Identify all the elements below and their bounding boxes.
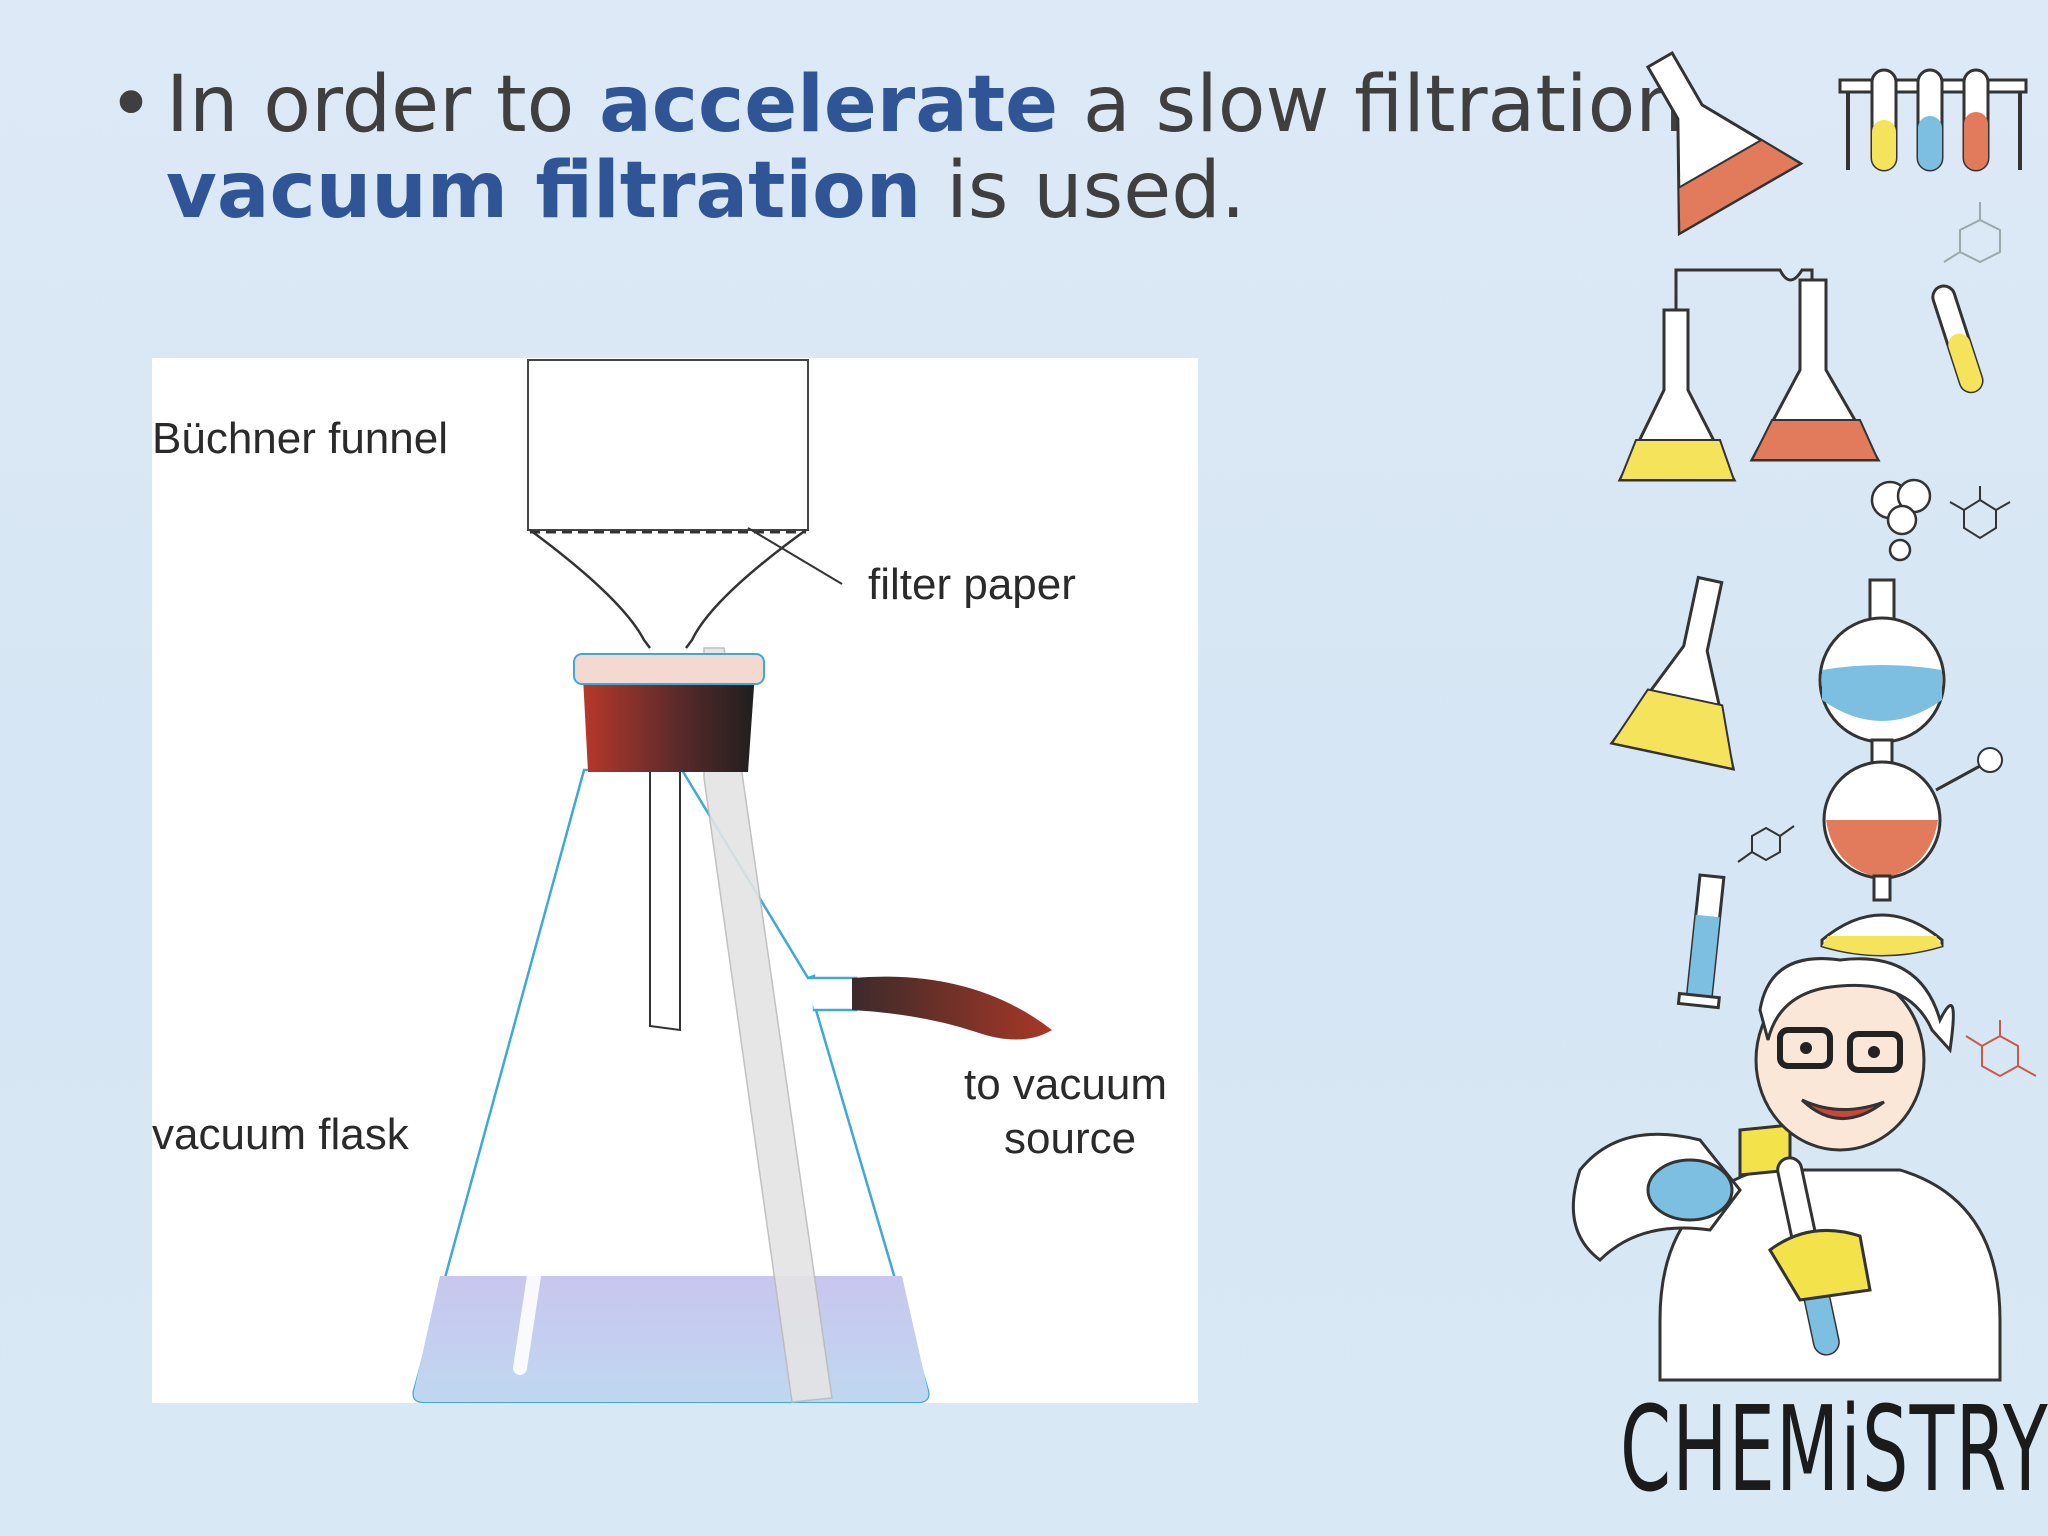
keyword-vacuum-filtration: vacuum filtration	[166, 146, 922, 236]
label-vacuum-source-2: source	[1004, 1114, 1137, 1163]
molecule-icon-2	[1949, 486, 2011, 540]
test-tube-rack-icon	[1838, 68, 2028, 172]
bullet-symbol: •	[108, 60, 155, 150]
test-tube-yellow-icon	[1931, 284, 1984, 394]
side-arm	[808, 976, 858, 1012]
label-vacuum-source-1: to vacuum	[964, 1060, 1167, 1109]
filter-paper-pointer	[747, 527, 843, 585]
chemistry-decoration	[1571, 50, 2037, 1382]
line2-post: is used.	[921, 146, 1246, 236]
molecule-icon-red	[1965, 1020, 2037, 1078]
vacuum-hose	[852, 976, 1052, 1040]
buchner-funnel	[527, 359, 809, 649]
bullet-text: • In order to accelerate a slow filtrati…	[108, 60, 1710, 234]
molecule-icon-3	[1737, 825, 1795, 863]
label-filter-paper: filter paper	[868, 560, 1076, 609]
molecule-icon	[1943, 202, 2001, 264]
vacuum-filtration-diagram: Büchner funnel filter paper vacuum flask…	[152, 358, 1198, 1403]
keyword-accelerate: accelerate	[599, 60, 1059, 150]
rubber-stopper	[573, 653, 765, 772]
bullet-line-1: In order to accelerate a slow filtration…	[108, 60, 1710, 150]
distillation-apparatus-icon	[1818, 578, 2003, 957]
connected-flasks-icon	[1617, 268, 1881, 482]
chemistry-word: CHEMiSTRY	[1620, 1380, 2048, 1518]
flask-yellow-icon	[1609, 575, 1736, 771]
steam-cloud-icon	[1870, 478, 1932, 562]
bullet-line-2: vacuum filtration is used.	[108, 148, 1628, 234]
line1-post: a slow filtration,	[1058, 60, 1710, 150]
flask-highlight	[513, 1269, 541, 1375]
scientist-icon	[1571, 957, 2002, 1382]
label-vacuum-flask: vacuum flask	[152, 1110, 409, 1159]
apparatus-drawing	[412, 359, 1052, 1403]
line1-pre: In order to	[166, 60, 600, 150]
graduated-cylinder-icon	[1676, 873, 1726, 1010]
flask-red-icon	[1645, 50, 1804, 237]
funnel-stem	[649, 758, 681, 1032]
flask-liquid	[413, 1276, 929, 1402]
label-buchner-funnel: Büchner funnel	[152, 414, 448, 463]
